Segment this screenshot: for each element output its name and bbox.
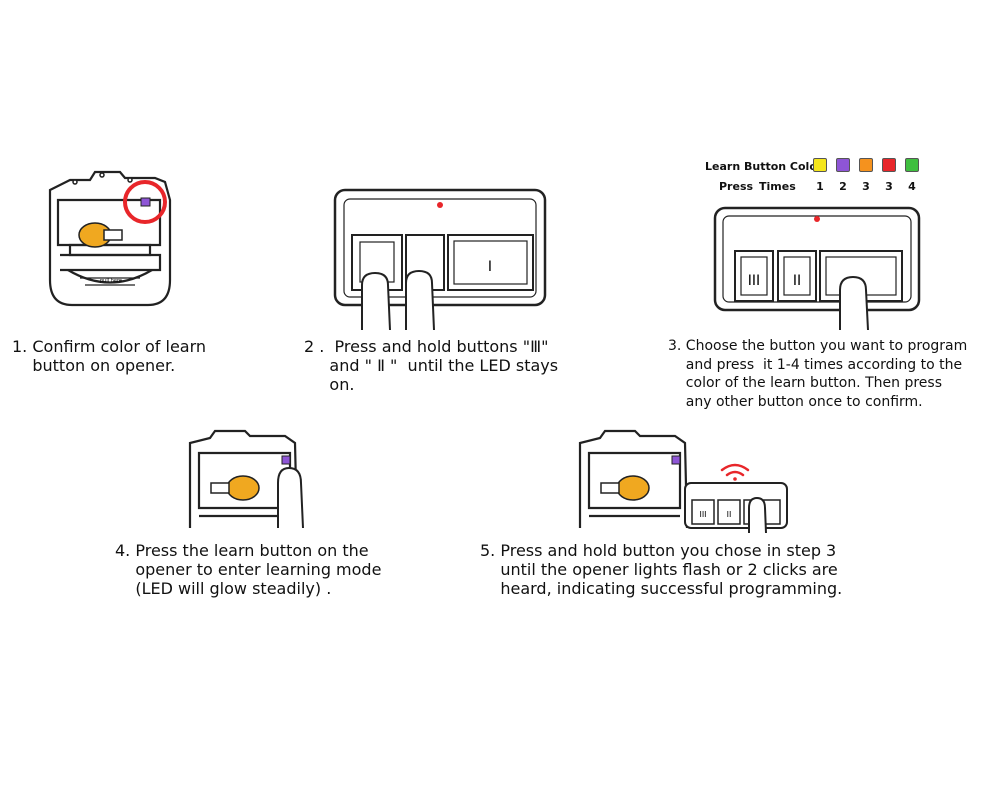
caption-line: and " Ⅱ " until the LED stays bbox=[304, 356, 559, 375]
caption-line: opener to enter learning mode bbox=[115, 560, 382, 579]
remote-figure-2: Ⅰ bbox=[333, 188, 547, 330]
finger-icon bbox=[405, 269, 435, 330]
legend-times-value: 1 bbox=[816, 180, 824, 193]
legend-times-value: 2 bbox=[839, 180, 847, 193]
led-icon bbox=[814, 216, 820, 222]
learn-button-icon bbox=[140, 197, 151, 207]
bulb-icon bbox=[226, 475, 260, 501]
caption-line: color of the learn button. Then press bbox=[668, 375, 942, 391]
step-1-caption: 1. Confirm color of learn button on open… bbox=[12, 337, 206, 375]
highlight-ring bbox=[123, 180, 167, 224]
legend-title: Learn Button Color bbox=[705, 160, 823, 173]
finger-icon bbox=[748, 496, 767, 533]
opener-remote-figure-5: III II bbox=[578, 429, 788, 533]
remote-button-3-label: III bbox=[699, 510, 706, 519]
legend-swatch-red bbox=[882, 158, 896, 172]
step-4-caption: 4. Press the learn button on the opener … bbox=[115, 541, 381, 598]
caption-line: button on opener. bbox=[12, 356, 176, 375]
legend-swatch-orange bbox=[859, 158, 873, 172]
step-2-caption: 2 . Press and hold buttons "Ⅲ" and " Ⅱ "… bbox=[304, 337, 558, 394]
legend-times-label: Times bbox=[759, 180, 796, 193]
remote-button-3-label: III bbox=[748, 273, 760, 289]
caption-line: 5. Press and hold button you chose in st… bbox=[480, 541, 837, 560]
legend-times-value: 4 bbox=[908, 180, 916, 193]
learn-button-icon bbox=[281, 455, 291, 465]
caption-line: and press it 1-4 times according to the bbox=[668, 356, 963, 373]
opener-figure-1: pull here bbox=[48, 170, 172, 307]
finger-icon bbox=[839, 275, 869, 330]
caption-line: 1. Confirm color of learn bbox=[12, 337, 207, 356]
bulb-icon bbox=[616, 475, 650, 501]
remote-button-2-label: II bbox=[727, 510, 732, 519]
caption-line: 2 . Press and hold buttons "Ⅲ" bbox=[304, 337, 549, 356]
remote-button-2-label: II bbox=[793, 273, 801, 289]
legend-times-value: 3 bbox=[862, 180, 870, 193]
remote-figure-3: III II bbox=[713, 206, 921, 330]
learn-button-icon bbox=[671, 455, 681, 465]
legend-swatch-green bbox=[905, 158, 919, 172]
legend-swatch-purple bbox=[836, 158, 850, 172]
remote-button-1-label: Ⅰ bbox=[488, 259, 492, 275]
step-3-caption: 3. Choose the button you want to program… bbox=[668, 337, 967, 411]
caption-line: any other button once to confirm. bbox=[668, 393, 923, 410]
finger-icon bbox=[277, 466, 304, 528]
caption-line: until the opener lights flash or 2 click… bbox=[480, 560, 838, 579]
caption-line: on. bbox=[304, 375, 355, 394]
legend-times-value: 3 bbox=[885, 180, 893, 193]
opener-figure-4 bbox=[188, 429, 304, 528]
caption-line: 4. Press the learn button on the bbox=[115, 541, 369, 560]
caption-line: heard, indicating successful programming… bbox=[480, 579, 843, 598]
led-icon bbox=[437, 202, 443, 208]
wifi-icon bbox=[720, 463, 750, 481]
opener-text: pull here bbox=[100, 278, 122, 284]
caption-line: 3. Choose the button you want to program bbox=[668, 338, 968, 354]
legend-press-label: Press bbox=[719, 180, 754, 193]
legend-swatch-yellow bbox=[813, 158, 827, 172]
finger-icon bbox=[361, 271, 391, 330]
step-5-caption: 5. Press and hold button you chose in st… bbox=[480, 541, 842, 598]
caption-line: (LED will glow steadily) . bbox=[115, 579, 332, 598]
